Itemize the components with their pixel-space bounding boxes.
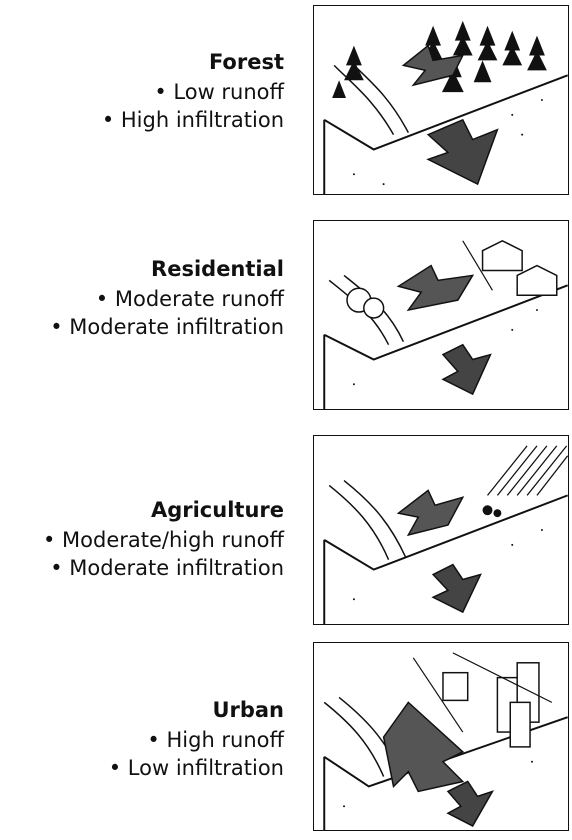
runoff-text: Moderate runoff bbox=[114, 287, 284, 311]
row-forest: Forest • Low runoff • High infiltration bbox=[0, 0, 572, 200]
label-residential: Residential • Moderate runoff • Moderate… bbox=[50, 257, 284, 341]
label-forest: Forest • Low runoff • High infiltration bbox=[102, 50, 284, 134]
bullet: • bbox=[50, 315, 63, 339]
forest-sketch bbox=[323, 20, 568, 194]
row-title: Residential bbox=[151, 257, 284, 281]
runoff-line: • Moderate runoff bbox=[50, 285, 284, 313]
infiltration-line: • Low infiltration bbox=[109, 754, 284, 782]
row-residential: Residential • Moderate runoff • Moderate… bbox=[0, 215, 572, 415]
label-agriculture: Agriculture • Moderate/high runoff • Mod… bbox=[43, 498, 284, 582]
runoff-text: High runoff bbox=[166, 728, 284, 752]
residential-illustration bbox=[313, 220, 569, 410]
bullet: • bbox=[154, 80, 167, 104]
runoff-line: • High runoff bbox=[109, 726, 284, 754]
bullet: • bbox=[95, 287, 109, 311]
infiltration-text: Moderate infiltration bbox=[69, 315, 284, 339]
runoff-line: • Low runoff bbox=[102, 78, 284, 106]
infiltration-text: Low infiltration bbox=[127, 756, 284, 780]
urban-illustration bbox=[313, 642, 569, 831]
infiltration-line: • Moderate infiltration bbox=[43, 554, 284, 582]
row-title: Forest bbox=[208, 50, 284, 74]
forest-illustration bbox=[313, 5, 569, 195]
agriculture-sketch bbox=[323, 445, 568, 624]
row-agriculture: Agriculture • Moderate/high runoff • Mod… bbox=[0, 430, 572, 630]
runoff-text: Low runoff bbox=[173, 80, 284, 104]
row-title: Urban bbox=[212, 698, 284, 722]
infiltration-line: • High infiltration bbox=[102, 106, 284, 134]
bullet: • bbox=[42, 528, 56, 552]
label-urban: Urban • High runoff • Low infiltration bbox=[109, 698, 284, 782]
row-urban: Urban • High runoff • Low infiltration bbox=[0, 640, 572, 840]
agriculture-illustration bbox=[313, 435, 569, 625]
infiltration-text: Moderate infiltration bbox=[69, 556, 284, 580]
bullet: • bbox=[108, 756, 122, 780]
row-title: Agriculture bbox=[150, 498, 284, 522]
infiltration-text: High infiltration bbox=[120, 108, 284, 132]
infiltration-line: • Moderate infiltration bbox=[50, 313, 284, 341]
bullet: • bbox=[101, 108, 115, 132]
residential-sketch bbox=[323, 239, 568, 409]
urban-sketch bbox=[323, 652, 568, 830]
bullet: • bbox=[147, 728, 160, 752]
runoff-text: Moderate/high runoff bbox=[62, 528, 284, 552]
bullet: • bbox=[50, 556, 63, 580]
runoff-line: • Moderate/high runoff bbox=[43, 526, 284, 554]
